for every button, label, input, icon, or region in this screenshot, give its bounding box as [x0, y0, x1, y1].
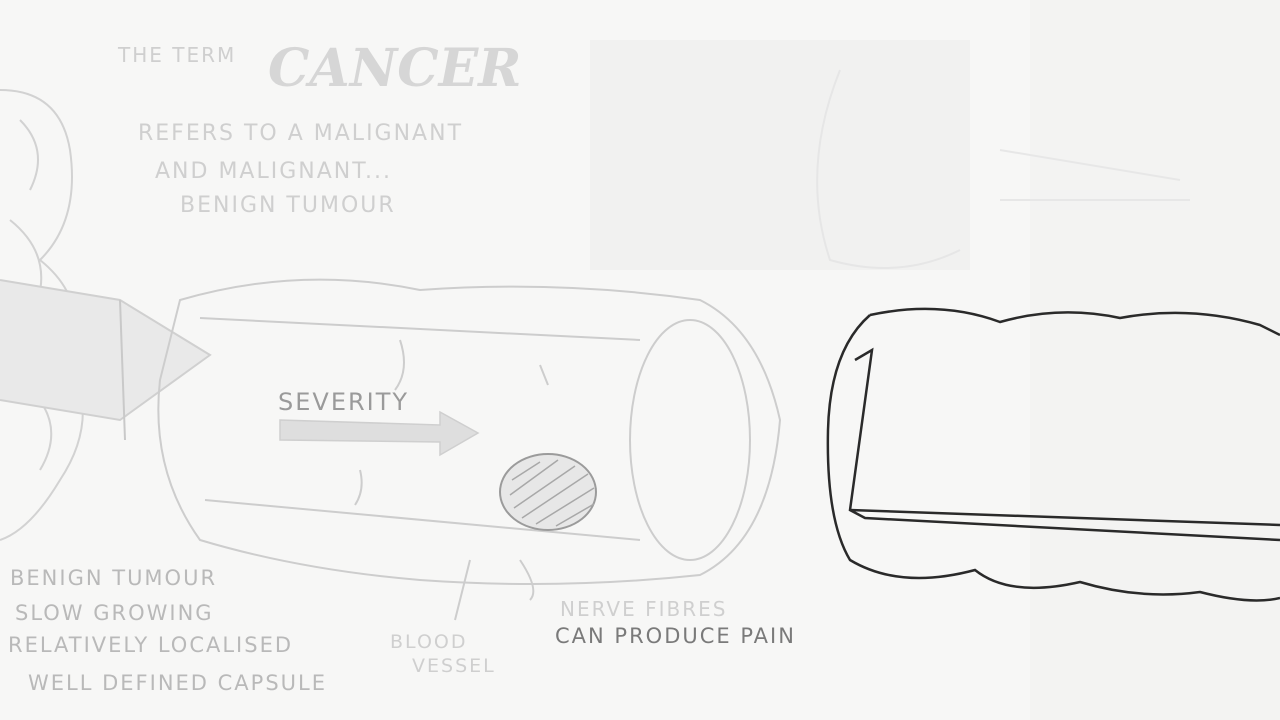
heading-word: CANCER: [268, 38, 522, 99]
severity-arrow-group: SEVERITY: [278, 388, 478, 455]
ghost-panel-right: [1030, 0, 1280, 720]
benign-tumour-mass: [500, 454, 596, 530]
ghost-panel-center: [590, 40, 970, 270]
tube-opening: [630, 320, 750, 560]
heading-line-2: AND MALIGNANT...: [155, 159, 392, 184]
severity-arrow: [280, 412, 478, 455]
nerve-note-2: CAN PRODUCE PAIN: [555, 624, 796, 648]
pointer-arrow: [0, 280, 210, 420]
tube-faint: [158, 280, 780, 620]
intestine-sketch: [0, 90, 210, 540]
nerve-notes: NERVE FIBRES CAN PRODUCE PAIN: [555, 597, 796, 648]
benign-note-2: SLOW GROWING: [15, 601, 214, 625]
benign-notes: BENIGN TUMOUR SLOW GROWING RELATIVELY LO…: [8, 566, 327, 695]
benign-note-4: WELL DEFINED CAPSULE: [28, 671, 327, 695]
heading-line-3: BENIGN TUMOUR: [180, 193, 396, 218]
benign-note-1: BENIGN TUMOUR: [10, 566, 217, 590]
benign-note-3: RELATIVELY LOCALISED: [8, 633, 293, 657]
heading-prefix: THE TERM: [117, 43, 236, 67]
severity-label: SEVERITY: [278, 388, 409, 416]
blood-vessel-line-2: VESSEL: [412, 655, 496, 677]
nerve-note-1: NERVE FIBRES: [560, 597, 727, 621]
label-leaders: [455, 560, 533, 620]
heading-line-1: REFERS TO A MALIGNANT: [138, 121, 463, 146]
heading-block: THE TERM CANCER REFERS TO A MALIGNANT AN…: [117, 38, 522, 218]
blood-vessel-label: BLOOD VESSEL: [390, 631, 496, 677]
blood-vessel-line-1: BLOOD: [390, 631, 467, 653]
